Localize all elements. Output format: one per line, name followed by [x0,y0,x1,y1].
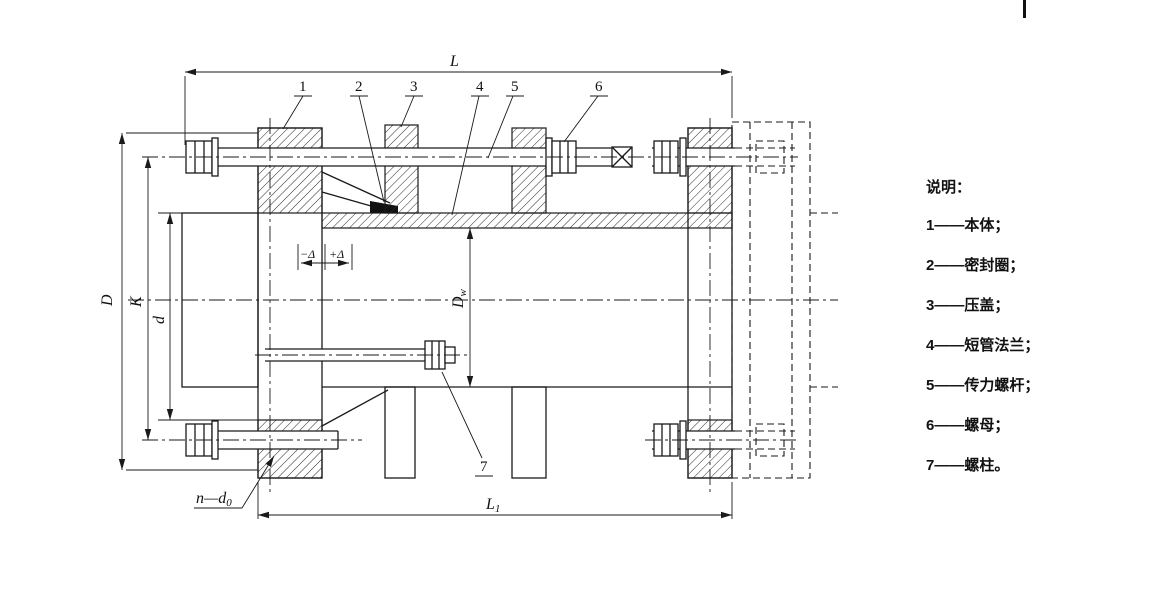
scan-artifact-mark [1023,0,1026,18]
gland [384,124,419,479]
dimensions: L L1 D K d Dw −Δ +Δ n—d0 [99,53,733,519]
legend-item-1: 1——本体； [926,217,1010,234]
callout-5-label: 5 [511,79,519,95]
legend-item-2: 2——密封圈； [926,257,1025,274]
callout-5: 5 [487,79,524,159]
legend: 说明： 1——本体； 2——密封圈； 3——压盖； 4——短管法兰； 5——传力… [926,176,1039,494]
dim-K-label: K [128,295,145,308]
callout-6-label: 6 [595,79,603,95]
dim-minus-delta-label: −Δ [300,247,315,261]
callout-7-label: 7 [480,459,488,475]
dim-d-label: d [151,315,168,324]
legend-title: 说明： [926,179,972,196]
centerlines [128,118,838,492]
callout-3-leader [400,95,415,128]
dim-plus-delta-label: +Δ [329,247,344,261]
dim-Dw-label: Dw [450,288,469,309]
callout-1: 1 [282,79,312,130]
mid-flange-ring [511,127,547,479]
callout-1-label: 1 [299,79,307,95]
callouts: 1 2 3 4 5 6 7 [282,79,608,477]
callout-4: 4 [451,79,489,216]
right-flange-hatch-top [687,127,733,214]
callout-6: 6 [563,79,608,143]
body-cone-line-upper [321,171,391,204]
legend-item-6: 6——螺母； [926,417,1010,434]
callout-2-leader [358,95,385,203]
gland-lower-ring [384,386,416,479]
mid-flange-lower-ring [511,386,547,479]
body-cone-line-lower [321,191,379,209]
callout-2-label: 2 [355,79,363,95]
legend-item-3: 3——压盖； [926,297,1010,314]
body-cone-line-bottom [321,389,389,427]
callout-7-leader [441,371,483,459]
body-flange-left [257,127,391,479]
callout-7: 7 [441,371,493,477]
mid-flange-hatch-top [511,127,547,214]
callout-1-leader [282,95,304,130]
callout-6-leader [563,95,599,143]
legend-item-7: 7——螺柱。 [926,457,1010,474]
callout-3: 3 [400,79,423,128]
dim-nd0-label: n—d0 [196,490,232,509]
dim-D-label: D [99,294,116,307]
body-flange-hatch-top [257,127,323,214]
callout-4-label: 4 [476,79,484,95]
callout-4-leader [451,95,480,216]
pipe-wall-section-band [321,212,733,229]
gland-hatch-top [384,124,419,214]
dim-L1-label: L1 [485,496,500,515]
dim-L-label: L [449,53,459,70]
callout-5-leader [487,95,514,159]
legend-item-5: 5——传力螺杆； [926,377,1040,394]
callout-3-label: 3 [410,79,418,95]
callout-2: 2 [350,79,385,203]
dim-nd0-leader [241,455,275,509]
legend-item-4: 4——短管法兰； [926,337,1040,354]
